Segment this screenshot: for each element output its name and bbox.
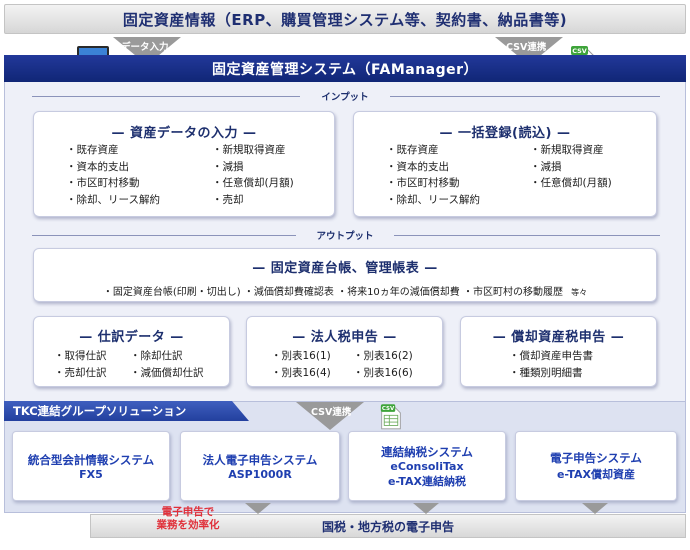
card-title: — 償却資産税申告 —: [492, 330, 625, 345]
item-column-left: ・既存資産 ・資本的支出 ・市区町村移動 ・除却、リース解約: [66, 142, 160, 208]
csv-link-label-bottom: CSV連携: [311, 407, 352, 418]
product-code: e-TAX償却資産: [556, 468, 636, 481]
tkc-solutions-tab: TKC連結グループソリューション: [4, 401, 249, 421]
item-column-right: ・新規取得資産 ・減損 ・任意償却(月額) ・売却: [212, 142, 294, 208]
down-arrow-icon: [245, 503, 271, 514]
csv-badge-text: CSV: [382, 406, 395, 412]
product-asp1000r[interactable]: 法人電子申告システム ASP1000R: [180, 431, 340, 501]
ledger-items-row: ・固定資産台帳(印刷・切出し) ・減価償却費確認表 ・将来10ヵ年の減価償却費 …: [34, 280, 656, 302]
list-item: ・市区町村移動: [66, 177, 140, 189]
product-fx5[interactable]: 統合型会計情報システム FX5: [12, 431, 170, 501]
list-item: ・種類別明細書: [509, 366, 583, 379]
list-item: ・除却仕訳: [130, 350, 183, 362]
journal-data-card: — 仕訳データ — ・取得仕訳 ・売却仕訳 ・除却仕訳 ・減価償却仕訳: [33, 316, 230, 387]
list-item: ・資本的支出: [386, 160, 449, 173]
source-info-label: 固定資産情報（ERP、購買管理システム等、契約書、納品書等): [122, 10, 568, 29]
promo-text: 電子申告で 業務を効率化: [138, 506, 238, 532]
list-item: ・任意償却(月額): [530, 177, 612, 189]
item-column-right: ・新規取得資産 ・減損 ・任意償却(月額): [530, 142, 612, 192]
product-name: 法人電子申告システム: [202, 452, 318, 467]
list-item: ・売却仕訳: [54, 366, 107, 379]
list-item: ・売却: [212, 193, 244, 206]
csv-link-label: CSV連携: [506, 42, 547, 53]
item-column-left: ・取得仕訳 ・売却仕訳: [54, 348, 107, 381]
list-item: ・資本的支出: [66, 160, 129, 173]
item-column-left: ・償却資産申告書 ・種類別明細書: [509, 348, 593, 381]
csv-file-icon: CSV: [380, 404, 401, 430]
product-sub: e-TAX連結納税: [387, 474, 467, 488]
list-item: ・減損: [530, 160, 562, 173]
electronic-filing-bar: 国税・地方税の電子申告: [90, 514, 686, 538]
csv-link-arrow-bottom: [296, 402, 364, 430]
list-item: ・減価償却仕訳: [130, 366, 204, 379]
product-name: 連結納税システム: [381, 444, 473, 459]
product-code: ASP1000R: [228, 467, 292, 481]
down-arrow-icon: [582, 503, 608, 514]
list-item: ・償却資産申告書: [509, 350, 593, 362]
bulk-registration-card: — 一括登録(読込) — ・既存資産 ・資本的支出 ・市区町村移動 ・除却、リー…: [353, 111, 657, 217]
product-etax-depreciable[interactable]: 電子申告システム e-TAX償却資産: [515, 431, 677, 501]
item-column-left: ・別表16(1) ・別表16(4): [271, 348, 331, 381]
product-code: FX5: [79, 467, 103, 481]
item-column-right: ・別表16(2) ・別表16(6): [353, 348, 413, 381]
list-item: ・別表16(2): [353, 350, 413, 362]
product-name: 電子申告システム: [550, 451, 642, 465]
list-item: ・減損: [212, 160, 244, 173]
list-item: ・取得仕訳: [54, 350, 107, 362]
product-name: 統合型会計情報システム: [27, 452, 155, 467]
electronic-filing-label: 国税・地方税の電子申告: [321, 519, 454, 534]
item-column-left: ・既存資産 ・資本的支出 ・市区町村移動 ・除却、リース解約: [386, 142, 480, 208]
list-item: ・別表16(4): [271, 366, 331, 379]
promo-line: 電子申告で: [161, 506, 215, 518]
down-arrow-icon: [413, 503, 439, 514]
card-title: — 法人税申告 —: [292, 330, 397, 345]
list-item: ・別表16(1): [271, 350, 331, 362]
list-item: ・除却、リース解約: [386, 193, 480, 206]
item-column-right: ・除却仕訳 ・減価償却仕訳: [130, 348, 204, 381]
system-title-label: 固定資産管理システム（FAManager）: [211, 61, 479, 78]
list-item: ・市区町村移動: [386, 177, 460, 189]
tkc-tab-label: TKC連結グループソリューション: [13, 404, 187, 418]
promo-line: 業務を効率化: [156, 519, 220, 531]
list-item: ・除却、リース解約: [66, 193, 160, 206]
depreciable-asset-tax-card: — 償却資産税申告 — ・償却資産申告書 ・種類別明細書: [460, 316, 657, 387]
system-title: 固定資産管理システム（FAManager）: [4, 55, 686, 82]
list-item: ・別表16(6): [353, 366, 413, 379]
product-econsolitax[interactable]: 連結納税システム eConsoliTax e-TAX連結納税: [348, 431, 506, 501]
csv-badge-text: CSV: [572, 47, 587, 55]
list-item: ・新規取得資産: [212, 144, 286, 156]
list-item: ・新規取得資産: [530, 144, 604, 156]
ledger-items: ・固定資産台帳(印刷・切出し) ・減価償却費確認表 ・将来10ヵ年の減価償却費 …: [102, 287, 563, 298]
list-item: ・既存資産: [66, 144, 119, 156]
source-info-bar: 固定資産情報（ERP、購買管理システム等、契約書、納品書等): [4, 4, 686, 34]
card-title: — 仕訳データ —: [79, 330, 184, 345]
card-title: — 資産データの入力 —: [111, 126, 257, 141]
product-code: eConsoliTax: [390, 459, 464, 473]
output-section-label: アウトプット: [296, 228, 394, 242]
list-item: ・既存資産: [386, 144, 439, 156]
card-title: — 固定資産台帳、管理帳表 —: [252, 261, 438, 276]
corporate-tax-card: — 法人税申告 — ・別表16(1) ・別表16(4) ・別表16(2) ・別表…: [246, 316, 443, 387]
ledger-suffix: 等々: [571, 288, 588, 297]
data-entry-label: データ入力: [121, 42, 169, 53]
asset-data-input-card: — 資産データの入力 — ・既存資産 ・資本的支出 ・市区町村移動 ・除却、リー…: [33, 111, 335, 217]
list-item: ・任意償却(月額): [212, 177, 294, 189]
card-title: — 一括登録(読込) —: [439, 126, 571, 141]
ledger-reports-card: — 固定資産台帳、管理帳表 — ・固定資産台帳(印刷・切出し) ・減価償却費確認…: [33, 248, 657, 302]
input-section-label: インプット: [300, 89, 390, 103]
